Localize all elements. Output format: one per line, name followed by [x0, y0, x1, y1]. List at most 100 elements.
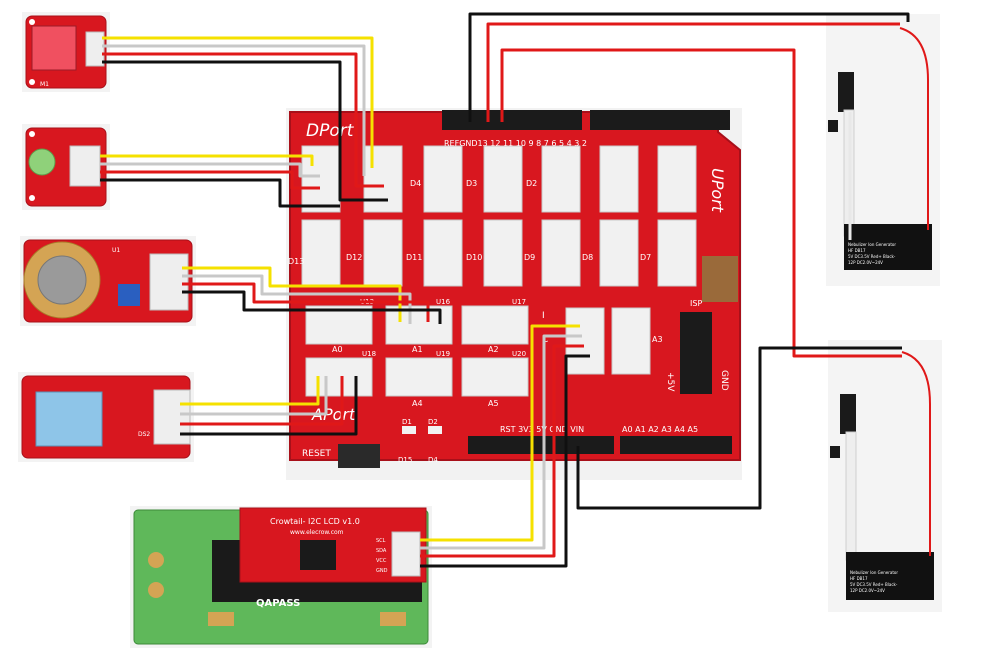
lcd-brand: QAPASS — [256, 598, 300, 609]
dport-label: DPort — [306, 121, 355, 141]
plus5v-label: +5V — [665, 372, 675, 392]
d-connectors-row1 — [301, 145, 697, 213]
lcd-module: Crowtail- I2C LCD v1.0 www.elecrow.com S… — [130, 506, 432, 648]
adapter-title: Crowtail- I2C LCD v1.0 — [270, 517, 360, 526]
power-header — [468, 436, 614, 454]
atomizer-2-line1: Nebulizer Ion Generator — [850, 570, 898, 575]
led-d2 — [428, 426, 442, 434]
uport-label: UPort — [708, 168, 727, 213]
wire-button-gray — [102, 44, 366, 176]
wire-atomizer2-black — [576, 346, 902, 510]
label-d13: D13 — [288, 257, 304, 266]
power-header-label: RST 3V3 5V GND VIN — [500, 425, 584, 434]
wires — [100, 12, 910, 568]
humidity-sensor-module: DS2 — [18, 372, 194, 462]
base-shield: DPort UPort APort REFGND13 12 11 10 9 8 … — [286, 108, 742, 480]
a-connectors — [305, 305, 651, 397]
wire-led-gray — [100, 162, 320, 178]
label-u17: U17 — [512, 298, 526, 306]
label-i2c-i: I — [542, 311, 545, 321]
label-d12: D12 — [346, 253, 362, 262]
label-u18: U18 — [362, 350, 376, 358]
pin-gnd: GND — [376, 568, 388, 574]
trim-pot — [118, 284, 140, 306]
wire-lcd-black — [420, 354, 590, 568]
digital-header-right — [590, 110, 730, 130]
wire-lcd-gray — [420, 334, 582, 550]
label-a1: A1 — [412, 345, 423, 354]
atomizer-2-line2: HF DB17 — [850, 576, 868, 581]
humidity-sensor-label: DS2 — [138, 431, 150, 438]
gas-sensor-label: U1 — [112, 247, 120, 254]
label-u16: U16 — [436, 298, 451, 306]
wire-atomizer1-black — [468, 12, 910, 122]
pin-sda: SDA — [376, 548, 387, 554]
label-u19: U19 — [436, 350, 450, 358]
reset-label: RESET — [302, 449, 331, 459]
adapter-url: www.elecrow.com — [290, 529, 344, 536]
d-connectors-row2 — [301, 219, 697, 287]
analog-header — [620, 436, 732, 454]
label-d11: D11 — [406, 253, 422, 262]
label-d15: D15 — [398, 456, 412, 464]
atomizer-2-line3: 5V DC3.5V Red+ Black- — [850, 582, 898, 587]
wire-led-black — [100, 178, 340, 208]
reset-button — [338, 444, 380, 468]
digital-header-left — [442, 110, 582, 130]
push-button-cap — [31, 25, 77, 71]
green-led — [28, 148, 56, 176]
wire-led-red — [100, 170, 320, 190]
atomizer-1-line3: 5V DC3.5V Red+ Black- — [848, 254, 896, 259]
isp-header — [680, 312, 712, 394]
led-d1 — [402, 426, 416, 434]
atomizer-1: Nebulizer Ion Generator HF DB17 5V DC3.5… — [826, 14, 940, 286]
label-d4: D4 — [410, 179, 421, 188]
wire-button-black — [102, 60, 388, 202]
pin-scl: SCL — [376, 538, 386, 544]
label-a2: A2 — [488, 345, 499, 354]
wire-humid-yellow — [180, 376, 320, 406]
label-led-d4: D4 — [428, 456, 438, 464]
atomizer-1-line2: HF DB17 — [848, 248, 866, 253]
atomizer-1-driver — [844, 224, 932, 270]
wire-atomizer1-red2 — [500, 48, 902, 358]
isp-label: ISP — [690, 299, 702, 308]
label-a5: A5 — [488, 399, 499, 408]
label-led-d1: D1 — [402, 418, 412, 426]
label-d10: D10 — [466, 253, 482, 262]
wire-atomizer1-red — [486, 22, 900, 122]
wire-lcd-yellow — [420, 324, 580, 542]
label-d8: D8 — [582, 253, 593, 262]
label-d7: D7 — [640, 253, 651, 262]
analog-header-label: A0 A1 A2 A3 A4 A5 — [622, 425, 698, 434]
led-module — [22, 124, 110, 210]
power-jumper — [702, 256, 738, 302]
gas-sensor-module: U1 — [20, 236, 196, 326]
wire-humid-black — [180, 376, 358, 436]
label-a4: A4 — [412, 399, 423, 408]
atomizer-2-driver — [846, 552, 934, 600]
label-d9: D9 — [524, 253, 535, 262]
button-module-label: M1 — [40, 81, 49, 88]
wire-gas-black — [182, 290, 442, 324]
atomizer-2-line4: 12P DC2.0V~24V — [850, 588, 885, 593]
wire-button-yellow — [102, 36, 374, 168]
wire-button-red — [102, 52, 384, 188]
label-a3: A3 — [652, 335, 663, 344]
pin-vcc: VCC — [376, 558, 387, 564]
wire-humid-red — [180, 376, 344, 426]
aport-label: APort — [311, 405, 356, 424]
label-led-d2: D2 — [428, 418, 438, 426]
gnd-label: GND — [719, 370, 729, 391]
atomizer-1-line4: 12P DC2.0V~24V — [848, 260, 883, 265]
label-u20: U20 — [512, 350, 526, 358]
wire-led-yellow — [100, 154, 314, 166]
label-a0: A0 — [332, 345, 343, 354]
wire-humid-gray — [180, 376, 328, 416]
label-d2: D2 — [526, 179, 537, 188]
atomizer-1-line1: Nebulizer Ion Generator — [848, 242, 896, 247]
atomizer-2: Nebulizer Ion Generator HF DB17 5V DC3.5… — [828, 340, 942, 612]
label-d3: D3 — [466, 179, 477, 188]
